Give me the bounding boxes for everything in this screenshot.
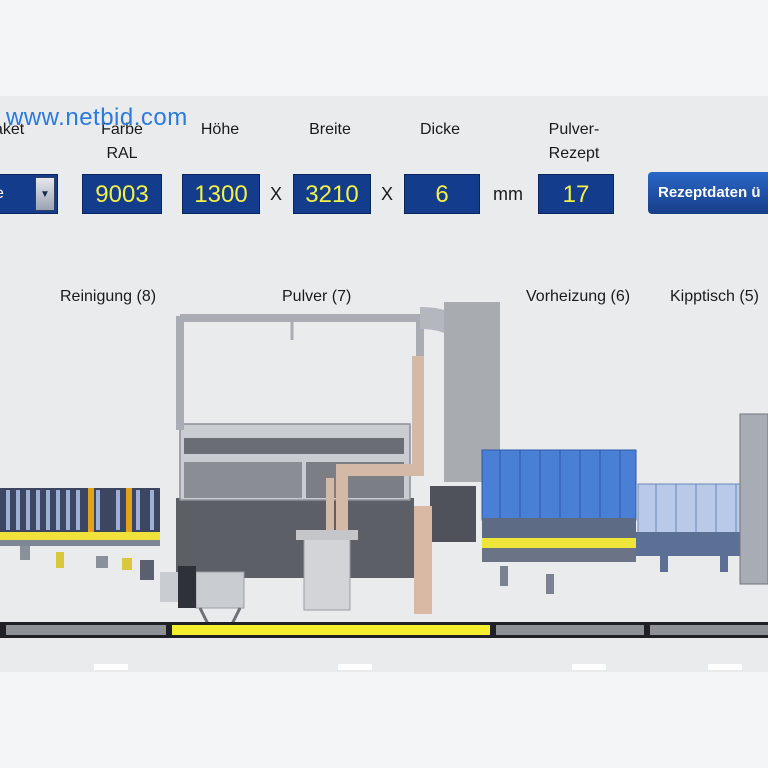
paket-dropdown[interactable]: e ▼ — [0, 174, 58, 214]
dicke-label: Dicke — [419, 121, 460, 138]
hoehe-field[interactable]: 1300 — [182, 174, 260, 214]
farbe-label-line2: RAL — [106, 145, 138, 162]
reinigung-station[interactable] — [0, 488, 160, 580]
section-reinigung: Reinigung (8) — [60, 288, 157, 305]
breite-label: Breite — [309, 121, 351, 138]
unit-label: mm — [493, 184, 523, 204]
conveyor-line — [0, 622, 768, 638]
breite-field[interactable]: 3210 — [293, 174, 371, 214]
kipptisch-station[interactable] — [636, 413, 768, 585]
rezeptdaten-button[interactable]: Rezeptdaten ü — [648, 172, 768, 214]
section-vorheizung: Vorheizung (6) — [526, 288, 631, 305]
dicke-field[interactable]: 6 — [404, 174, 480, 214]
pulver-label-line2: Rezept — [548, 145, 600, 162]
farbe-label: Farbe RAL — [92, 118, 152, 166]
floor-markings — [94, 664, 742, 670]
paket-label: aket — [0, 121, 25, 138]
hoehe-label: Höhe — [200, 121, 240, 138]
pulver-rezept-field[interactable]: 17 — [538, 174, 614, 214]
section-kipptisch: Kipptisch (5) — [670, 288, 759, 305]
watermark: www.netbid.com — [6, 104, 188, 131]
pulver-station[interactable] — [160, 302, 500, 629]
pulver-rezept-label: Pulver- Rezept — [536, 118, 612, 166]
chevron-down-icon[interactable]: ▼ — [35, 177, 55, 211]
paket-dropdown-value: e — [0, 185, 4, 203]
times-sign: X — [381, 184, 394, 204]
vorheizung-station[interactable] — [481, 449, 637, 594]
times-sign: X — [270, 184, 283, 204]
farbe-ral-field[interactable]: 9003 — [82, 174, 162, 214]
farbe-label-line1: Farbe — [101, 121, 143, 138]
pulver-label-line1: Pulver- — [548, 121, 600, 138]
section-pulver: Pulver (7) — [282, 288, 352, 305]
